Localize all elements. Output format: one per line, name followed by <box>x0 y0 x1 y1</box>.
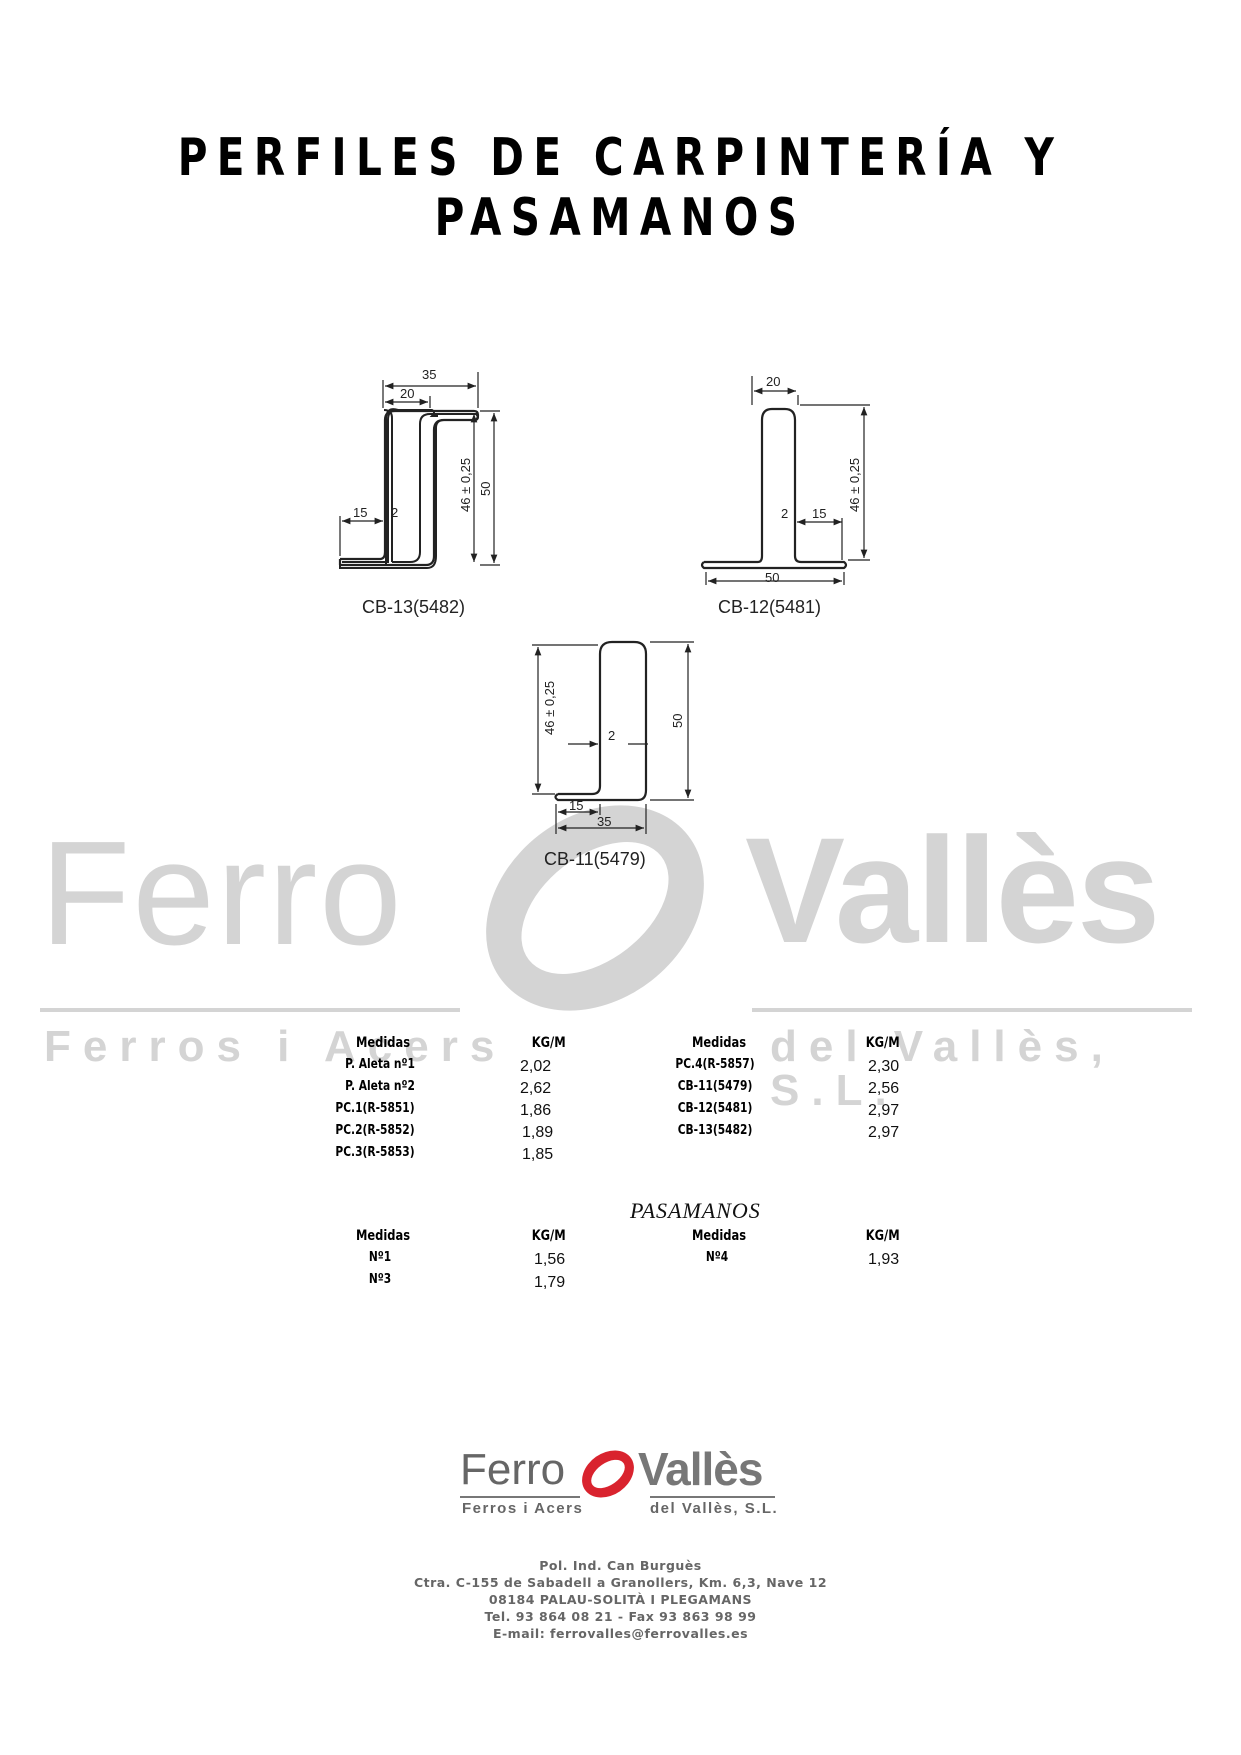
dim-cb11-50: 50 <box>670 714 685 728</box>
table-row-name: PC.2(R-5852) <box>335 1123 415 1138</box>
table-row-name: CB-13(5482) <box>677 1123 753 1138</box>
dim-cb13-46: 46 ± 0,25 <box>458 458 473 512</box>
table-row-value: 1,85 <box>522 1146 554 1163</box>
profile-label-cb11: CB-11(5479) <box>544 849 646 869</box>
dim-cb11-35: 35 <box>597 814 611 829</box>
page-title: PERFILES DE CARPINTERÍA Y PASAMANOS <box>177 128 1064 248</box>
table-row-name: P. Aleta nº1 <box>345 1057 415 1072</box>
dim-cb13-50: 50 <box>478 482 493 496</box>
dim-cb12-46: 46 ± 0,25 <box>847 458 862 512</box>
address-line: Pol. Ind. Can Burguès <box>539 1558 702 1573</box>
dim-cb12-15: 15 <box>812 506 826 521</box>
table-header-kgm-right: KG/M <box>865 1228 900 1244</box>
table-row-value: 2,62 <box>520 1080 552 1097</box>
table-row-name: Nº1 <box>368 1250 392 1265</box>
dim-cb13-2: 2 <box>391 505 398 520</box>
table-header-medidas-left: Medidas <box>355 1228 411 1244</box>
footer-logo-sub-left: Ferros i Acers <box>462 1500 584 1517</box>
watermark-rule-left <box>40 1008 460 1012</box>
dim-cb13-15: 15 <box>353 505 367 520</box>
address-line: Tel. 93 864 08 21 - Fax 93 863 98 99 <box>484 1609 757 1624</box>
table-row-value: 1,79 <box>534 1274 566 1291</box>
dim-cb11-15: 15 <box>569 798 583 813</box>
dim-cb13-35: 35 <box>422 367 436 382</box>
profile-cb11-outline <box>554 640 648 802</box>
dim-cb11-46: 46 ± 0,25 <box>542 681 557 735</box>
table-header-medidas-left: Medidas <box>355 1035 411 1051</box>
watermark-rule-right <box>752 1008 1192 1012</box>
table-row-name: PC.1(R-5851) <box>335 1101 415 1116</box>
watermark-tag-right: del Vallès, S.L. <box>770 1022 1115 1115</box>
table-row-value: 1,56 <box>534 1251 566 1268</box>
footer-logo-ferro: Ferro <box>460 1445 566 1494</box>
table-row-value: 1,93 <box>868 1251 900 1268</box>
table-row-name: Nº4 <box>705 1250 729 1265</box>
table-header-kgm-left: KG/M <box>531 1035 566 1051</box>
table-row-name: PC.4(R-5857) <box>675 1057 755 1072</box>
profile-label-cb12: CB-12(5481) <box>718 597 822 617</box>
dim-cb12-50: 50 <box>765 570 779 585</box>
address-line: 08184 PALAU-SOLITÀ I PLEGAMANS <box>488 1592 753 1607</box>
watermark-valles: Vallès <box>745 806 1160 974</box>
table-row-value: 2,97 <box>868 1102 900 1119</box>
dim-cb13-20: 20 <box>400 386 414 401</box>
section-title-pasamanos: PASAMANOS <box>630 1198 761 1223</box>
table-row-name: CB-11(5479) <box>677 1079 753 1094</box>
dim-cb12-20: 20 <box>766 374 780 389</box>
watermark-ferro: Ferro <box>40 811 404 976</box>
profile-cb12-outline <box>700 407 848 570</box>
table-row-value: 2,56 <box>868 1080 900 1097</box>
dim-cb12-2: 2 <box>781 506 788 521</box>
dim-cb11-2: 2 <box>608 728 615 743</box>
table-row-name: P. Aleta nº2 <box>345 1079 415 1094</box>
address-email: E-mail: ferrovalles@ferrovalles.es <box>492 1626 749 1641</box>
profile-label-cb13: CB-13(5482) <box>362 597 466 617</box>
footer-logo-valles: Vallès <box>638 1443 763 1495</box>
table-header-medidas-right: Medidas <box>691 1228 747 1244</box>
footer-logo-sub-right: del Vallès, S.L. <box>650 1500 779 1517</box>
table-row-value: 2,97 <box>868 1124 900 1141</box>
table-row-name: Nº3 <box>368 1272 392 1287</box>
table-row-value: 2,02 <box>520 1058 552 1075</box>
table-row-value: 1,89 <box>522 1124 554 1141</box>
table-row-value: 1,86 <box>520 1102 552 1119</box>
table-row-name: CB-12(5481) <box>677 1101 753 1116</box>
table-header-kgm-left: KG/M <box>531 1228 566 1244</box>
address-line: Ctra. C-155 de Sabadell a Granollers, Km… <box>413 1575 828 1590</box>
table-row-name: PC.3(R-5853) <box>335 1145 415 1160</box>
table-row-value: 2,30 <box>868 1058 900 1075</box>
table-header-kgm-right: KG/M <box>865 1035 900 1051</box>
watermark-tag-left: Ferros i Acers <box>44 1022 507 1071</box>
table-header-medidas-right: Medidas <box>691 1035 747 1051</box>
